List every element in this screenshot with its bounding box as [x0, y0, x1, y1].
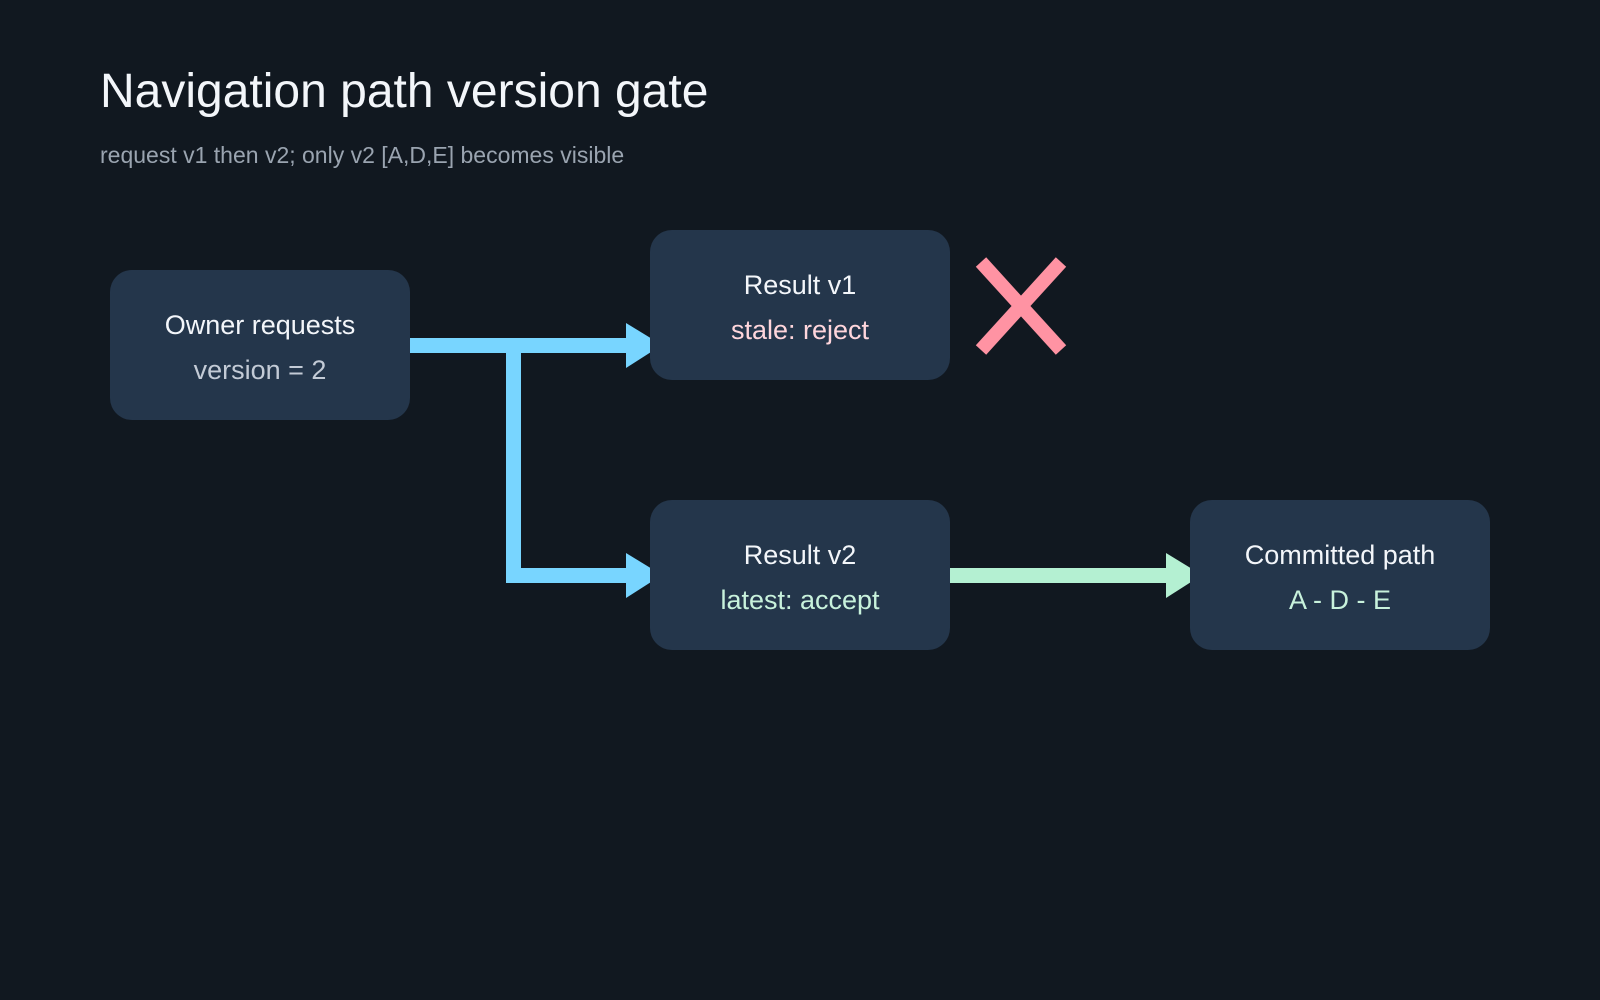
node-v1-box [650, 230, 950, 380]
node-result-v1: Result v1 stale: reject [650, 230, 950, 380]
node-committed-path: Committed path A - D - E [1190, 500, 1490, 650]
arrowhead-to-v1 [626, 323, 662, 368]
node-committed-box [1190, 500, 1490, 650]
request-connector [410, 323, 662, 598]
node-result-v2: Result v2 latest: accept [650, 500, 950, 650]
node-v2-title: Result v2 [744, 540, 857, 570]
arrowhead-to-v2 [626, 553, 662, 598]
node-v1-subtitle: stale: reject [731, 315, 870, 345]
node-owner-box [110, 270, 410, 420]
node-owner-title: Owner requests [165, 310, 356, 340]
connector-branch-down [506, 345, 521, 583]
reject-x-stroke-b [975, 257, 1067, 355]
node-v2-subtitle: latest: accept [720, 585, 880, 615]
accept-connector [950, 553, 1202, 598]
node-committed-title: Committed path [1245, 540, 1436, 570]
node-owner-requests: Owner requests version = 2 [110, 270, 410, 420]
connector-branch-to-v2 [506, 568, 628, 583]
node-owner-subtitle: version = 2 [194, 355, 327, 385]
arrowhead-to-committed [1166, 553, 1202, 598]
connector-v2-to-committed [950, 568, 1168, 583]
page-subtitle: request v1 then v2; only v2 [A,D,E] beco… [100, 142, 625, 168]
reject-x-icon [975, 257, 1067, 355]
node-v2-box [650, 500, 950, 650]
node-committed-subtitle: A - D - E [1289, 585, 1391, 615]
page-title: Navigation path version gate [100, 65, 709, 118]
node-v1-title: Result v1 [744, 270, 857, 300]
